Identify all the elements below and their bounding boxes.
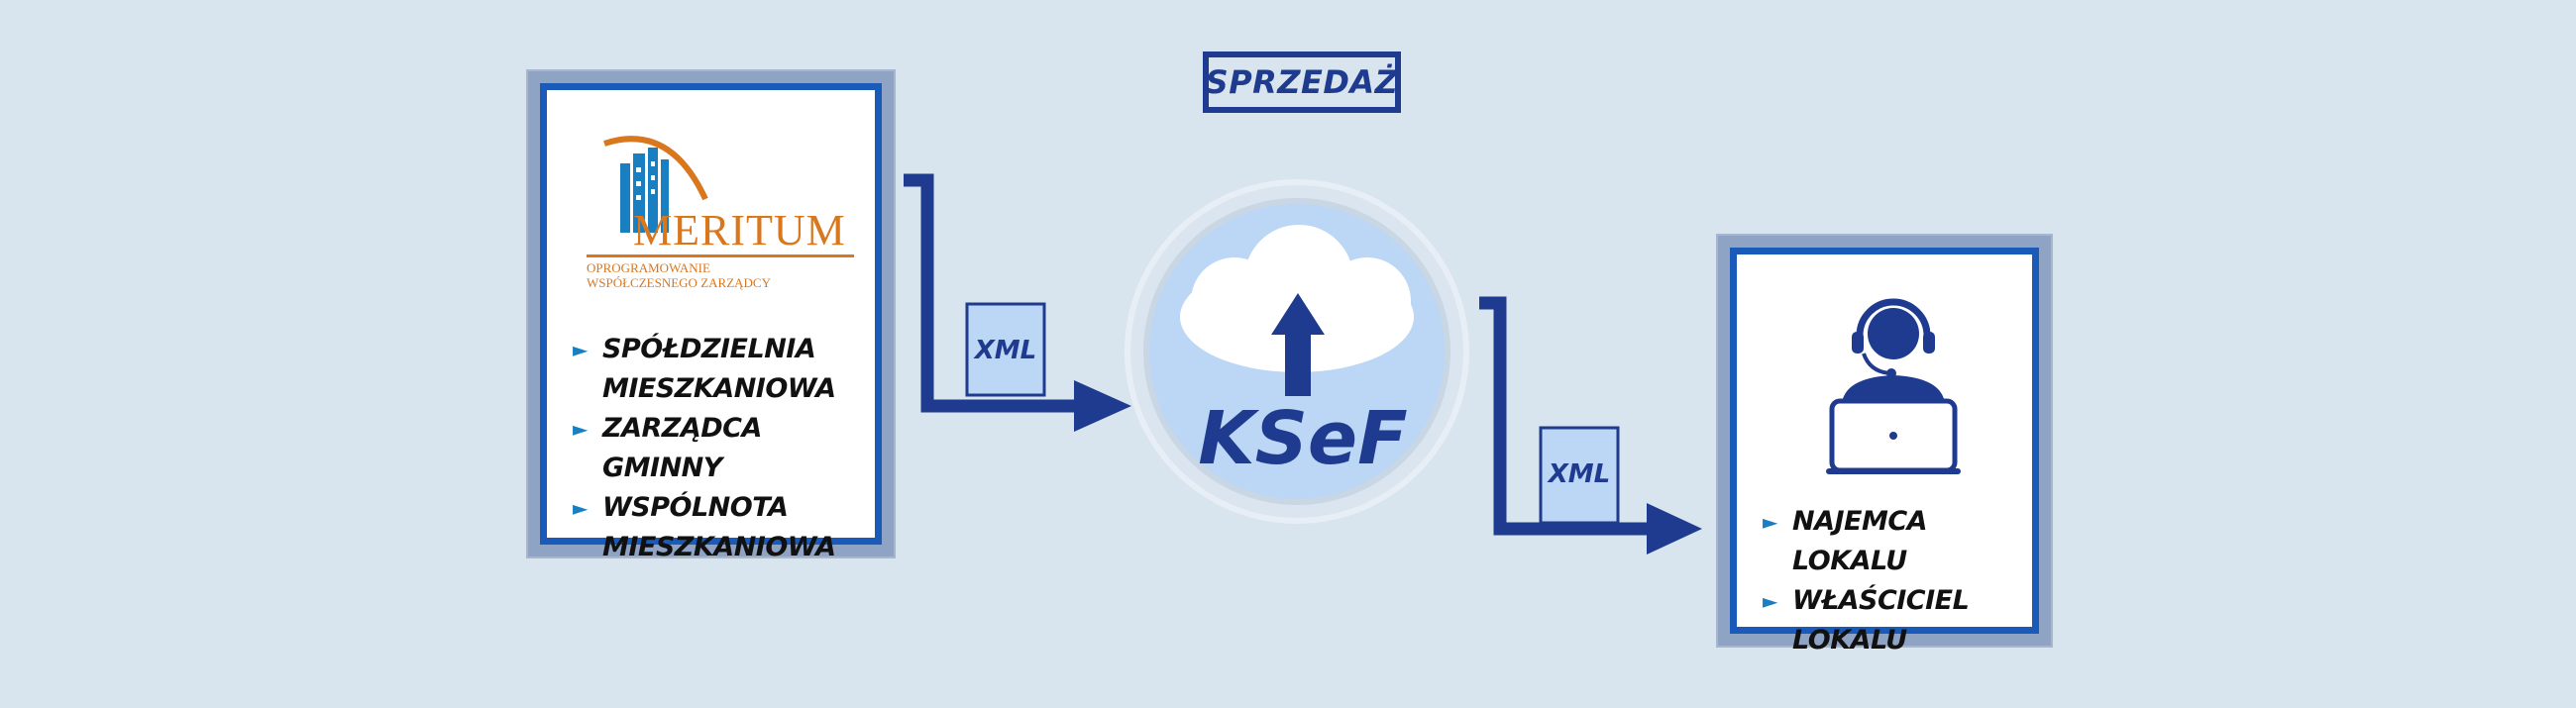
logo-subtitle-line-2: WSPÓŁCZESNEGO ZARZĄDCY [587,275,771,290]
logo-name: MERITUM [633,206,846,254]
target-list-item: ►NAJEMCA LOKALU [1763,502,2032,581]
diagram-title-box: SPRZEDAŻ [1203,51,1401,113]
target-panel: ►NAJEMCA LOKALU ►WŁAŚCICIEL LOKALU [1730,248,2039,656]
flow-1-document: XML [965,302,1046,397]
target-list: ►NAJEMCA LOKALU ►WŁAŚCICIEL LOKALU [1763,502,2032,660]
flow-2-arrowhead-icon [1647,503,1702,555]
support-agent-laptop-icon [1826,298,1961,474]
meritum-logo-icon [603,136,708,233]
logo-subtitle: OPROGRAMOWANIE WSPÓŁCZESNEGO ZARZĄDCY [587,260,864,290]
logo-subtitle-line-1: OPROGRAMOWANIE [587,260,710,275]
source-panel: MERITUM OPROGRAMOWANIE WSPÓŁCZESNEGO ZAR… [540,83,882,562]
target-list-item: ►WŁAŚCICIEL LOKALU [1763,581,2032,660]
hub-label: KSeF [1198,396,1407,481]
bullet-arrow-icon: ► [1763,589,1777,613]
bullet-arrow-icon: ► [573,417,588,441]
flow-2-document-label: XML [1547,459,1611,489]
flow-1-connector [904,173,1131,432]
source-list-item: ►SPÓŁDZIELNIA MIESZKANIOWA [573,330,870,409]
source-list-item: ►ZARZĄDCA GMINNY [573,409,870,488]
diagram-title: SPRZEDAŻ [1205,63,1399,101]
bullet-arrow-icon: ► [573,496,588,520]
ksef-hub: KSeF [1125,179,1469,524]
flow-2-connector [1479,296,1702,555]
bullet-arrow-icon: ► [573,338,588,361]
flow-1-document-label: XML [973,336,1037,365]
cloud-upload-icon [1180,225,1414,396]
flow-2-document: XML [1539,426,1620,525]
source-list: ►SPÓŁDZIELNIA MIESZKANIOWA ►ZARZĄDCA GMI… [573,330,870,567]
bullet-arrow-icon: ► [1763,510,1777,534]
flow-1-arrowhead-icon [1074,380,1131,432]
source-list-item: ►WSPÓLNOTA MIESZKANIOWA [573,488,870,567]
logo-underline [587,254,854,257]
